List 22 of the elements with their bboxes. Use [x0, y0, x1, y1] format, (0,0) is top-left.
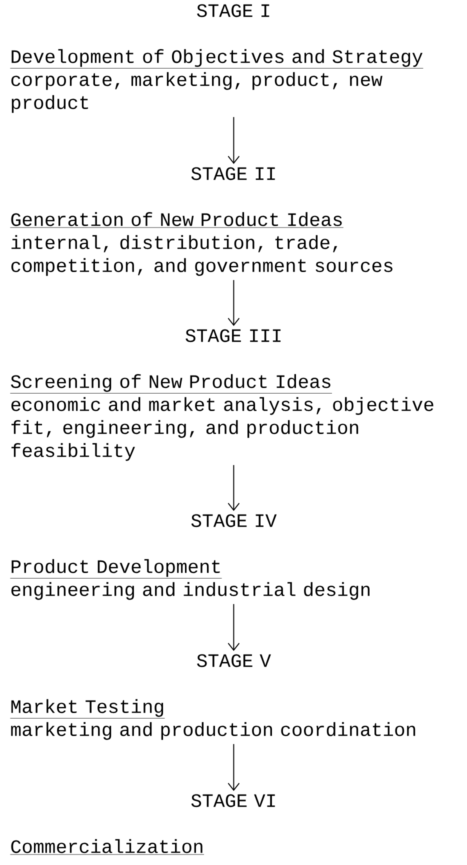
stage-label: STAGE III: [186, 329, 281, 342]
stage-label: STAGE VI: [191, 794, 275, 808]
stage-label: STAGE V: [197, 654, 271, 668]
stage-heading: Commercialization: [10, 839, 204, 855]
stage-heading: Screening of New Product Ideas: [10, 374, 332, 394]
stage-description: marketing and production coordination: [11, 722, 416, 740]
stage-label: STAGE I: [197, 4, 270, 18]
stage-heading: Generation of New Product Ideas: [10, 212, 344, 228]
arrow: [228, 280, 240, 326]
arrow: [228, 116, 240, 164]
stage-heading: Product Development: [10, 559, 222, 578]
arrow: [228, 744, 240, 791]
stage-label: STAGE IV: [191, 514, 277, 528]
arrow: [228, 604, 240, 651]
stage-description: corporate, marketing, product, new product: [11, 72, 382, 113]
arrow: [228, 464, 240, 511]
stage-description: economic and market analysis, objective fit, engineering, and production feasibility: [11, 397, 434, 461]
stage-heading: Market Testing: [10, 699, 165, 718]
stage-description: internal, distribution, trade, competition, and government sources: [11, 235, 392, 276]
stage-label: STAGE II: [191, 167, 275, 180]
stage-description: engineering and industrial design: [11, 582, 370, 600]
stage-heading: Development of Objectives and Strategy: [10, 49, 424, 68]
